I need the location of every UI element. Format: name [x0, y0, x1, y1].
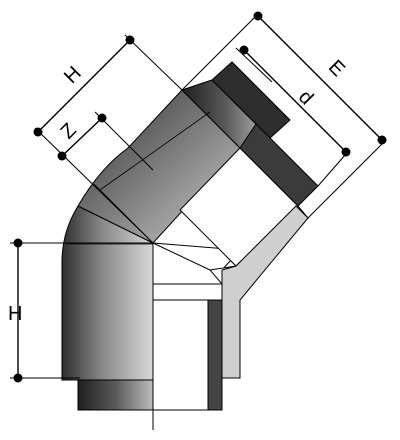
dim-label-h-diagonal: H	[60, 62, 86, 88]
dim-label-z: Z	[57, 119, 81, 143]
dim-label-d: d	[294, 86, 317, 109]
upper-socket-ring	[211, 61, 291, 139]
band-line-2	[99, 111, 211, 191]
lower-wall-dark	[207, 299, 223, 411]
dim-label-e: E	[324, 56, 349, 81]
lower-inner-white	[152, 299, 209, 411]
dim-label-h-vertical: H	[8, 303, 22, 325]
upper-wall-dark	[239, 123, 319, 207]
lower-socket-stop	[152, 283, 223, 301]
dimension-h-vertical: H	[8, 238, 153, 383]
outer-section-wall	[221, 205, 309, 379]
elbow-body-exterior	[61, 61, 291, 411]
lower-socket-ring	[77, 379, 154, 411]
elbow-section	[152, 123, 319, 411]
